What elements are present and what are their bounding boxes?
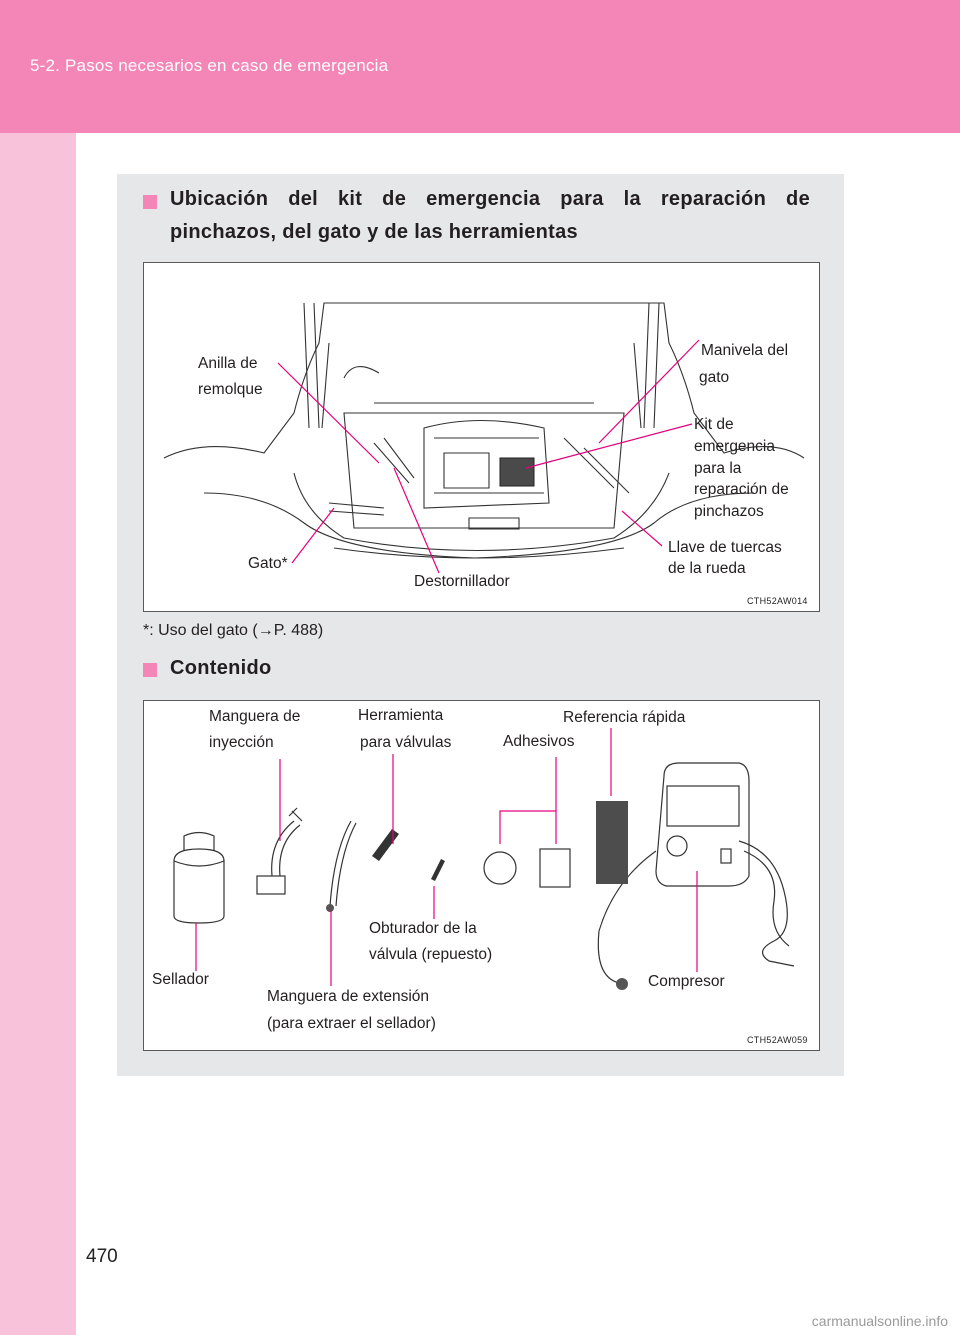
label-valve-core-line2: válvula (repuesto) <box>369 946 493 963</box>
label-kit-line3: para la <box>694 460 742 477</box>
label-screwdriver: Destornillador <box>414 573 510 590</box>
trunk-figure: Anilla de remolque Manivela del gato Kit… <box>143 262 820 612</box>
trunk-illustration <box>163 302 805 574</box>
section-heading-contents: Contenido <box>170 657 272 679</box>
watermark: carmanualsonline.info <box>811 1313 948 1329</box>
label-jack: Gato* <box>248 555 288 572</box>
label-tow-eye-line2: remolque <box>198 381 263 398</box>
label-kit-line2: emergencia <box>694 438 775 455</box>
section-heading-location-line2: pinchazos, del gato y de las herramienta… <box>170 221 578 243</box>
label-injection-hose-line2: inyección <box>209 734 274 751</box>
page-number: 470 <box>86 1246 118 1267</box>
heading-bullet-icon <box>143 663 157 677</box>
label-injection-hose-line1: Manguera de <box>209 708 301 725</box>
label-extension-hose-line1: Manguera de extensión <box>267 988 430 1005</box>
label-jack-handle-line2: gato <box>699 369 730 386</box>
label-sealant: Sellador <box>152 971 209 988</box>
side-tab-strip <box>0 133 76 1335</box>
kit-contents-illustration <box>173 728 795 990</box>
label-kit-line5: pinchazos <box>694 503 764 520</box>
label-valve-tool-line1: Herramienta <box>358 707 444 724</box>
label-valve-tool-line2: para válvulas <box>360 734 452 751</box>
label-kit-line1: Kit de <box>694 416 734 433</box>
chapter-title: 5-2. Pasos necesarios en caso de emergen… <box>30 56 389 75</box>
label-extension-hose-line2: (para extraer el sellador) <box>267 1015 436 1032</box>
label-stickers: Adhesivos <box>503 733 575 750</box>
label-tow-eye-line1: Anilla de <box>198 355 258 372</box>
footnote-jack-usage: *: Uso del gato (→P. 488) <box>143 622 324 639</box>
section-heading-location-line1: Ubicación del kit de emergencia para la … <box>170 188 810 210</box>
label-kit-line4: reparación de <box>694 481 789 498</box>
label-compressor: Compresor <box>648 973 725 990</box>
figure-code: CTH52AW014 <box>747 596 808 606</box>
label-valve-core-line1: Obturador de la <box>369 920 477 937</box>
figure-code: CTH52AW059 <box>747 1035 808 1045</box>
label-lug-wrench-line2: de la rueda <box>668 560 746 577</box>
label-lug-wrench-line1: Llave de tuercas <box>668 539 782 556</box>
page-header: 5-2. Pasos necesarios en caso de emergen… <box>0 0 960 133</box>
label-quick-reference: Referencia rápida <box>563 709 686 726</box>
label-jack-handle-line1: Manivela del <box>701 342 789 359</box>
kit-contents-figure: Manguera de inyección Herramienta para v… <box>143 700 820 1051</box>
heading-bullet-icon <box>143 195 157 209</box>
